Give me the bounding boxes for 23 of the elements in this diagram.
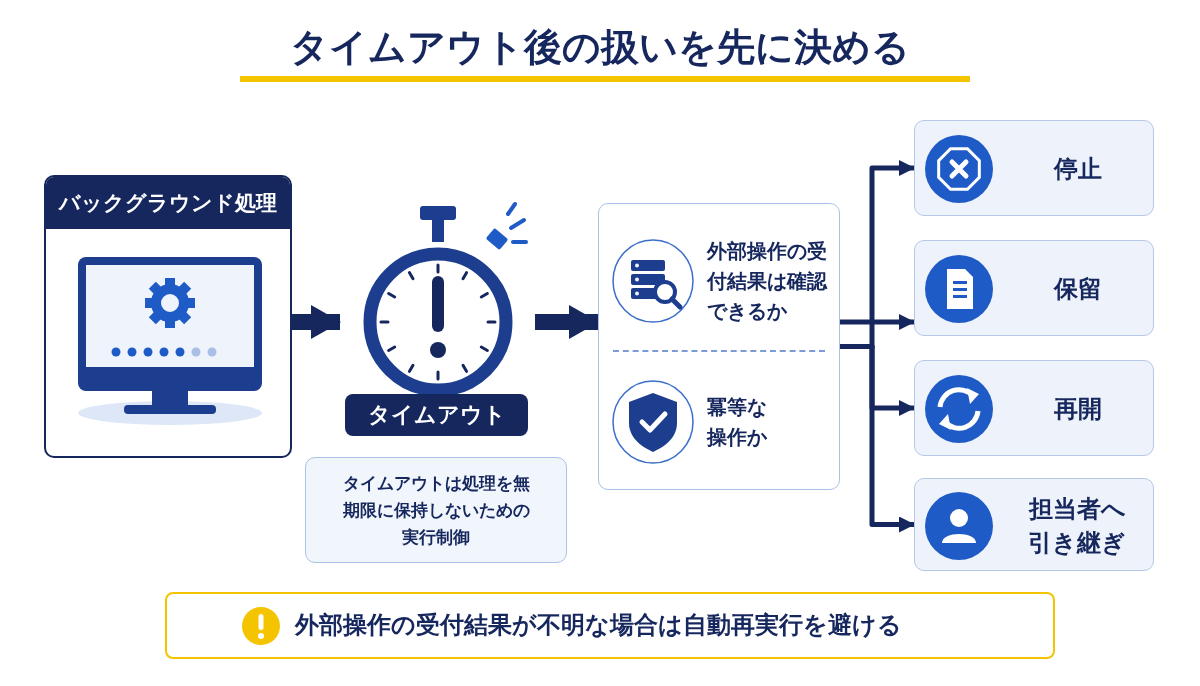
outcome-label: 停止	[1052, 154, 1103, 185]
outcome-card	[914, 240, 1154, 336]
outcome-label: 再開	[1052, 394, 1103, 425]
outcome-card	[914, 478, 1154, 571]
branch-arrow	[840, 314, 915, 330]
check-question: 外部操作の受付結果は確認できるか	[707, 237, 829, 325]
outcome-label: 保留	[1052, 274, 1103, 305]
note-text: タイムアウトは処理を無期限に保持しないための実行制御	[341, 472, 531, 549]
process-card	[44, 175, 292, 458]
flow-arrow	[535, 305, 599, 339]
warning-banner	[165, 592, 1055, 659]
card-title: バックグラウンド処理	[46, 177, 290, 229]
flow-arrow	[292, 305, 341, 339]
check-question: 冪等な操作か	[707, 393, 768, 451]
note-card	[305, 457, 567, 563]
outcome-label: 担当者へ引き継ぎ	[1027, 493, 1127, 559]
outcome-card	[914, 360, 1154, 456]
branch-arrow	[840, 344, 915, 533]
timeout-label: タイムアウト	[345, 394, 528, 436]
check-panel	[598, 203, 840, 490]
warning-text: 外部操作の受付結果が不明な場合は自動再実行を避ける	[295, 610, 902, 641]
outcome-card	[914, 120, 1154, 216]
title: タイムアウト後の扱いを先に決める	[289, 24, 911, 71]
